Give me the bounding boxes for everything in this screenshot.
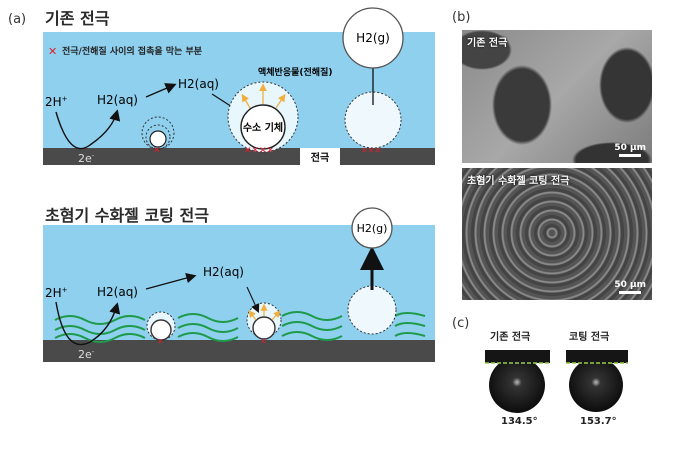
electrode-label: 전극 <box>311 151 329 164</box>
coated-electrode-title: 초혐기 수화젤 코팅 전극 <box>45 206 209 225</box>
sem-image-coated: 초혐기 수화젤 코팅 전극 50 µm <box>462 168 652 300</box>
svg-text:✕✕✕: ✕✕✕ <box>361 146 381 155</box>
electrons-bottom: 2e- <box>78 348 95 361</box>
droplet-coated <box>569 358 623 412</box>
h2aq-1: H2(aq) <box>97 93 138 107</box>
contact-angle-coated: 153.7° <box>580 416 617 427</box>
reaction-arrow <box>55 109 121 150</box>
sem-image-conventional: 기존 전극 50 µm <box>462 30 652 163</box>
contact-angle-label-conventional: 기존 전극 <box>490 332 531 343</box>
droplet-conventional <box>489 357 545 413</box>
svg-text:✕✕✕✕: ✕✕✕✕ <box>244 146 274 156</box>
h2-gas-bubble-top <box>342 7 404 69</box>
sem-label: 기존 전극 <box>467 38 508 49</box>
contact-angle-images <box>485 350 628 413</box>
h2aq-1-bottom: H2(aq) <box>97 285 138 299</box>
contact-angle-conventional: 134.5° <box>501 416 538 427</box>
h2g-top: H2(g) <box>356 31 390 45</box>
mechanism-diagram: 전극 ✕ 전극/전해질 사이의 접촉을 막는 부분 2H+ 2e- H2(aq)… <box>43 7 435 362</box>
svg-text:✕: ✕ <box>157 337 164 346</box>
panel-b-label: (b) <box>452 10 471 25</box>
svg-text:✕: ✕ <box>260 337 267 346</box>
hydrogen-gas-bubble <box>240 104 286 150</box>
h2-gas-bubble-bottom <box>351 207 393 249</box>
conventional-electrode-title: 기존 전극 <box>45 9 110 28</box>
electrons: 2e- <box>78 152 95 165</box>
svg-text:✕: ✕ <box>153 146 161 156</box>
scale-bar: 50 µm <box>614 143 646 157</box>
reactant-2h: 2H+ <box>45 95 68 109</box>
blocked-x-icon: ✕ <box>48 45 57 58</box>
electrode-bottom <box>43 340 435 362</box>
contact-angle-label-coated: 코팅 전극 <box>569 332 610 343</box>
h2g-bottom: H2(g) <box>357 222 388 235</box>
h2aq-2-bottom: H2(aq) <box>203 265 244 279</box>
panel-a-label: (a) <box>8 12 27 27</box>
h2aq-2: H2(aq) <box>178 77 219 91</box>
legend-text: 전극/전해질 사이의 접촉을 막는 부분 <box>62 45 202 57</box>
electrode-label-box <box>300 148 340 165</box>
scale-bar: 50 µm <box>614 280 646 294</box>
gas-bubble-label: 수소 기체 <box>243 121 283 134</box>
sem-label: 초혐기 수화젤 코팅 전극 <box>467 176 570 187</box>
liquid-reactant-label: 액체반응물(전해질) <box>258 66 332 78</box>
small-bubble <box>149 130 167 148</box>
reactant-2h-bottom: 2H+ <box>45 286 68 300</box>
panel-c-label: (c) <box>452 316 470 331</box>
